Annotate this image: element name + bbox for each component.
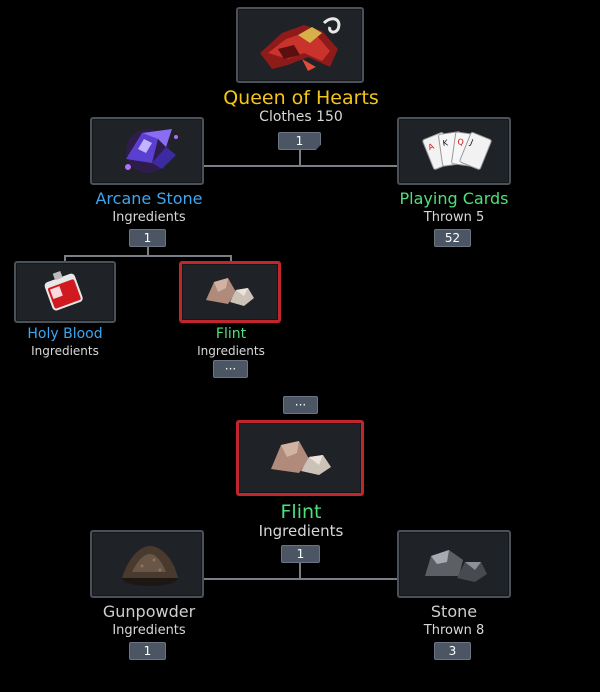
item-name: Queen of Hearts — [223, 87, 379, 109]
quantity-badge: 3 — [434, 642, 471, 660]
svg-text:K: K — [442, 138, 449, 148]
item-name: Gunpowder — [102, 602, 196, 621]
item-name: Flint — [215, 326, 247, 342]
queen-of-hearts-cape-icon — [260, 17, 341, 71]
gunpowder-pile-icon — [122, 546, 178, 586]
connector-line — [147, 246, 149, 256]
item-type-label: Ingredients — [112, 623, 186, 638]
item-name: Stone — [430, 602, 478, 621]
more-badge[interactable]: ··· — [283, 396, 318, 414]
item-type-label: Clothes 150 — [259, 109, 343, 125]
connector-line — [204, 578, 398, 580]
stone-icon — [425, 550, 487, 582]
item-type-label: Ingredients — [31, 344, 99, 358]
connector-line — [64, 255, 66, 262]
item-slot-gunpowder[interactable] — [90, 530, 204, 598]
holy-blood-pack-icon — [44, 270, 83, 311]
playing-cards-icon: A K Q J — [422, 131, 492, 170]
connector-line — [64, 255, 232, 257]
flint-rock-icon — [271, 441, 331, 475]
quantity-badge: 1 — [278, 132, 321, 150]
item-slot-holy-blood[interactable] — [14, 261, 116, 323]
item-type-label: Thrown 8 — [423, 623, 485, 638]
svg-text:Q: Q — [457, 137, 464, 147]
item-name: Holy Blood — [27, 326, 103, 342]
item-type-label: Ingredients — [197, 344, 265, 358]
item-name: Flint — [280, 501, 322, 523]
item-type-label: Ingredients — [258, 522, 344, 540]
item-slot-flint[interactable] — [179, 261, 281, 323]
connector-line — [204, 165, 398, 167]
connector-line — [299, 563, 301, 579]
arcane-crystal-icon — [125, 129, 178, 173]
connector-line — [299, 150, 301, 166]
quantity-badge: 1 — [129, 229, 166, 247]
item-type-label: Thrown 5 — [423, 210, 485, 225]
item-slot-stone[interactable] — [397, 530, 511, 598]
item-type-label: Ingredients — [112, 210, 186, 225]
item-slot-queen-of-hearts[interactable] — [236, 7, 364, 83]
svg-text:A: A — [427, 141, 436, 152]
quantity-badge: 1 — [281, 545, 320, 563]
item-slot-arcane-stone[interactable] — [90, 117, 204, 185]
quantity-badge: 52 — [434, 229, 471, 247]
item-name: Arcane Stone — [95, 189, 203, 208]
item-slot-playing-cards[interactable]: A K Q J — [397, 117, 511, 185]
svg-text:J: J — [468, 137, 474, 147]
flint-rock-icon — [206, 278, 254, 306]
item-name: Playing Cards — [399, 189, 509, 208]
connector-line — [230, 255, 232, 262]
item-slot-flint-root[interactable] — [236, 420, 364, 496]
more-badge[interactable]: ··· — [213, 360, 248, 378]
quantity-badge: 1 — [129, 642, 166, 660]
